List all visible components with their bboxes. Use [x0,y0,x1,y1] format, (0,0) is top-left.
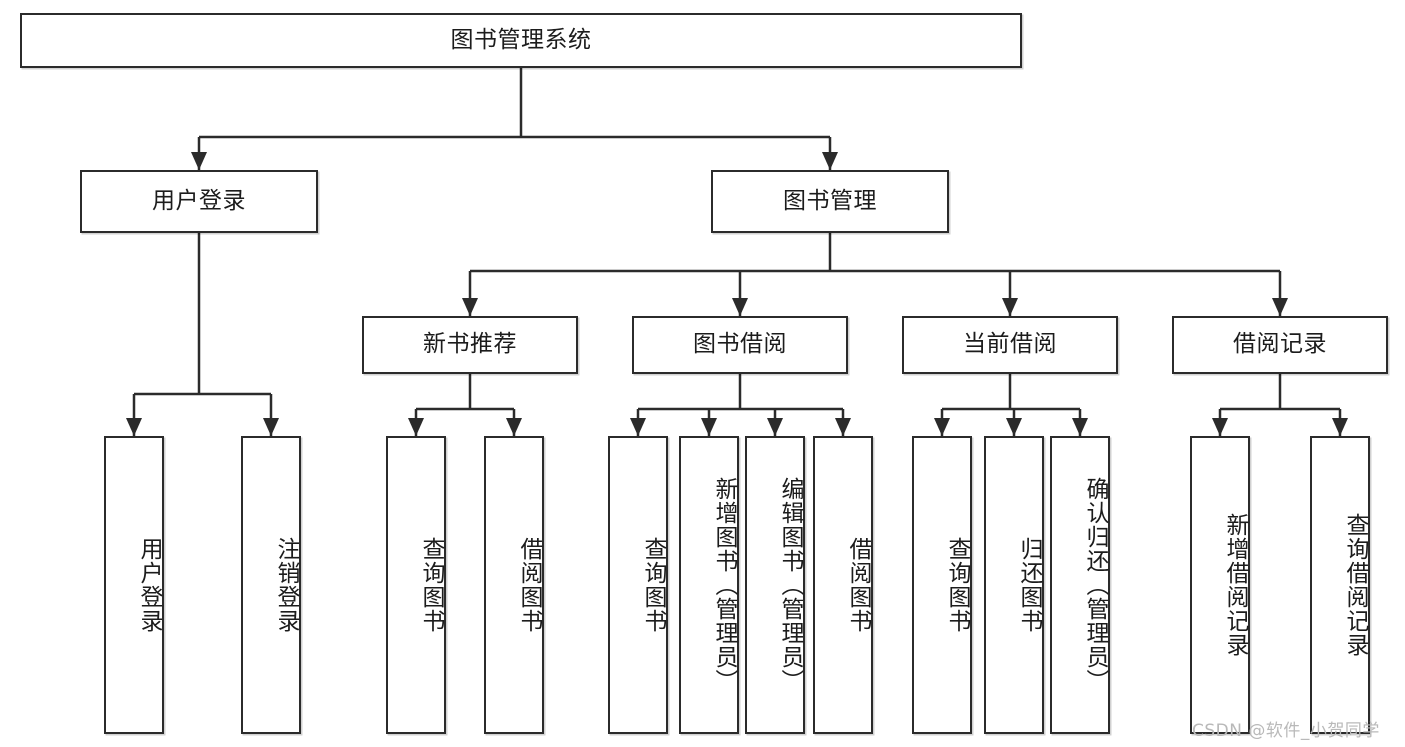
arrowhead-icon [630,418,646,436]
node-root: 图书管理系统 [20,13,1022,68]
node-leaf-user-login: 用户登录 [104,436,164,734]
arrowhead-icon [191,152,207,170]
arrowhead-icon [934,418,950,436]
node-leaf-bb-add: 新增图书（管理员） [679,436,739,734]
node-label: 图书借阅 [693,331,787,358]
node-leaf-user-logout: 注销登录 [241,436,301,734]
arrowhead-icon [408,418,424,436]
node-label: 新增图书（管理员） [711,477,737,693]
node-new-book-rec: 新书推荐 [362,316,578,374]
node-leaf-br-query: 查询借阅记录 [1310,436,1370,734]
arrowhead-icon [1002,298,1018,316]
node-leaf-bb-edit: 编辑图书（管理员） [745,436,805,734]
node-leaf-cb-return: 归还图书 [984,436,1044,734]
node-label: 图书管理系统 [450,26,592,53]
arrowhead-icon [822,152,838,170]
arrowhead-icon [506,418,522,436]
node-label: 用户登录 [152,187,246,214]
arrowhead-icon [732,298,748,316]
node-book-manage: 图书管理 [711,170,949,233]
arrowhead-icon [1072,418,1088,436]
arrowhead-icon [462,298,478,316]
node-borrow-record: 借阅记录 [1172,316,1388,374]
arrowhead-icon [1212,418,1228,436]
arrowhead-icon [1332,418,1348,436]
arrowhead-icon [767,418,783,436]
node-label: 借阅图书 [845,537,871,633]
node-leaf-cb-confirm: 确认归还（管理员） [1050,436,1110,734]
node-leaf-cb-query: 查询图书 [912,436,972,734]
csdn-watermark: CSDN @软件_小贺同学 [1192,721,1380,741]
node-label: 新书推荐 [423,331,517,358]
node-current-borrow: 当前借阅 [902,316,1118,374]
node-user-login: 用户登录 [80,170,318,233]
node-leaf-rec-borrow: 借阅图书 [484,436,544,734]
arrowhead-icon [835,418,851,436]
node-label: 图书管理 [783,187,877,214]
node-label: 编辑图书（管理员） [777,477,803,693]
node-label: 查询图书 [640,537,666,633]
node-leaf-bb-borrow: 借阅图书 [813,436,873,734]
arrowhead-icon [1006,418,1022,436]
node-leaf-rec-query: 查询图书 [386,436,446,734]
node-label: 归还图书 [1016,537,1042,633]
arrowhead-icon [126,418,142,436]
arrowhead-icon [701,418,717,436]
node-label: 当前借阅 [963,331,1057,358]
node-label: 新增借阅记录 [1222,513,1248,657]
node-label: 查询图书 [944,537,970,633]
arrowhead-icon [1272,298,1288,316]
node-label: 借阅记录 [1233,331,1327,358]
node-leaf-br-add: 新增借阅记录 [1190,436,1250,734]
node-label: 查询借阅记录 [1342,513,1368,657]
node-label: 确认归还（管理员） [1082,477,1108,693]
node-label: 用户登录 [136,537,162,633]
node-label: 注销登录 [273,537,299,633]
node-leaf-bb-query: 查询图书 [608,436,668,734]
node-label: 借阅图书 [516,537,542,633]
node-book-borrow: 图书借阅 [632,316,848,374]
arrowhead-icon [263,418,279,436]
node-label: 查询图书 [418,537,444,633]
